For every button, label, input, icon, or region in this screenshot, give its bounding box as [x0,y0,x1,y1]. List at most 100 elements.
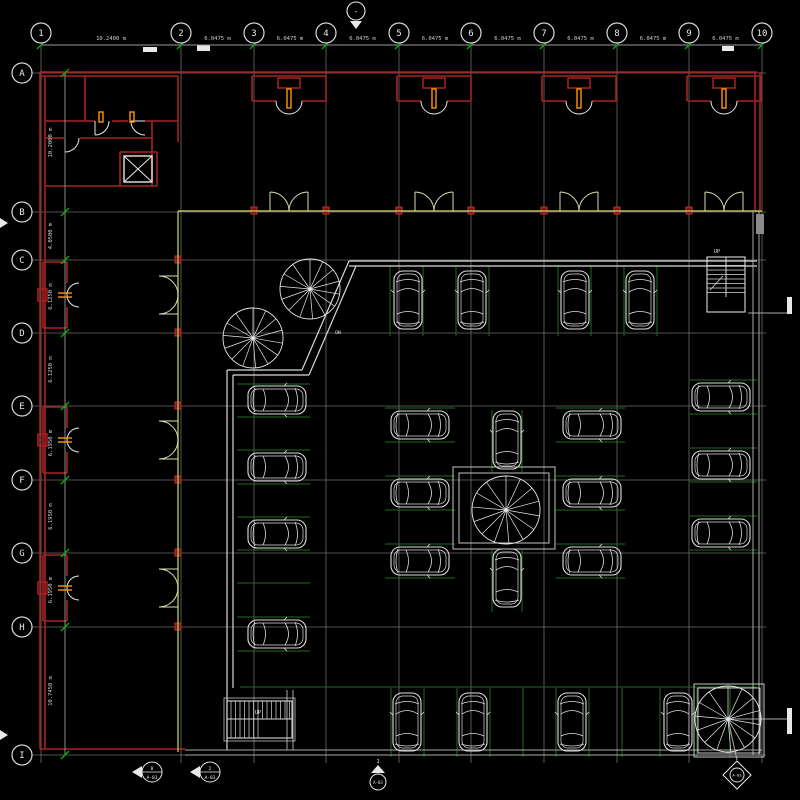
car [691,379,751,415]
staircases: UP UP DN [223,249,746,742]
grid-bubble-column-7: 7 [533,22,555,44]
door-leaf [286,88,292,109]
car [247,616,307,652]
section-marker: 1A-03 [369,759,387,791]
car [455,692,491,752]
car [247,449,307,485]
grid-bubble-label: 4 [323,29,328,39]
marker-label: 1 [376,759,379,765]
car [390,270,426,330]
car [562,407,622,443]
grid-bubble-row-A: A [11,62,33,84]
grid-bubble-label: 8 [614,29,619,39]
marker-label: B [151,766,154,772]
grid-bubble-label: I [19,751,24,761]
grid-bubble-column-8: 8 [606,22,628,44]
dimension-label: 6.1250 m [48,283,54,310]
up-label: UP [714,249,720,255]
grid-bubble-column-2: 2 [170,22,192,44]
double-door [414,191,435,212]
spiral-stair [471,475,541,545]
vestibule-notch [37,433,48,447]
grid-bubble-column-5: 5 [388,22,410,44]
marker-label: A-03 [732,773,741,778]
grid-bubble-label: 6 [468,29,473,39]
car [489,548,525,608]
double-door [158,568,179,589]
car [622,270,658,330]
grid-bubble-label: 3 [251,29,256,39]
grid-bubble-label: B [19,208,24,218]
grid-bubble-label: 2 [178,29,183,39]
dimension-label: 6.0475 m [567,36,594,42]
door-arc [64,137,80,153]
up-label: UP [255,710,261,716]
door-leaf [129,111,135,123]
vestibule-notch [277,77,301,89]
dimension-label: 6.0475 m [422,36,449,42]
dimension-label: 6.1950 m [48,429,54,456]
marker-label: 2 [209,766,212,772]
door-leaf [98,111,104,123]
vestibule-notch [712,77,736,89]
double-door [578,191,599,212]
fill-bar [787,297,792,314]
grid-bubble-row-I: I [11,744,33,766]
fill-bars [0,45,792,740]
grid-bubble-column-3: 3 [243,22,265,44]
grid-bubble-label: 10 [757,29,768,39]
marker-label: A-03 [205,775,216,781]
ramp-boundary-lines [226,260,757,750]
grid-bubble-label: 1 [38,29,43,39]
doors [58,88,744,608]
car [247,516,307,552]
corridor-lines [177,210,762,752]
door-leaf [576,88,582,109]
fill-bar [756,214,764,234]
spiral-stair [279,258,341,320]
ramp-enclosure [458,472,550,544]
vestibule-notch [37,581,48,595]
grid-bubble-label: C [19,256,24,266]
grid-bubble-label: 9 [686,29,691,39]
section-marker: B A-03 [132,761,163,783]
spiral-stair [694,685,762,753]
vestibule-notch [37,288,48,302]
grid-bubble-column-10: 10 [751,22,773,44]
dimension-label: 6.0475 m [204,36,231,42]
grid-bubble-row-G: G [11,542,33,564]
section-marker: A-03 [722,760,752,790]
car [554,692,590,752]
edge-arrow [0,730,8,740]
dn-label: DN [335,330,341,336]
vestibule-notch [567,77,591,89]
parked-cars [247,270,751,752]
marker-label: - [354,7,359,16]
double-door [704,191,725,212]
section-marker: 2A-03 [190,761,221,783]
dimension-label: 10.7450 m [48,675,54,705]
ramp-enclosure [693,683,765,758]
double-door [269,191,290,212]
door-arc [94,120,110,136]
dimension-label: 6.0475 m [494,36,521,42]
grid-bubble-label: A [19,69,25,79]
car [390,475,450,511]
double-door [723,191,744,212]
vestibule-notch [422,77,446,89]
door-arc [275,100,303,115]
car [660,692,696,752]
grid-bubble-column-9: 9 [678,22,700,44]
car [489,410,525,470]
marker-label: A-03 [147,775,158,781]
door-arc [565,100,593,115]
car [390,407,450,443]
dimension-label: 4.0500 m [48,222,54,249]
spiral-stairs [222,258,765,758]
grid-bubble-label: G [19,549,24,559]
dimension-label: 6.0475 m [712,36,739,42]
grid-bubble-label: 5 [396,29,401,39]
